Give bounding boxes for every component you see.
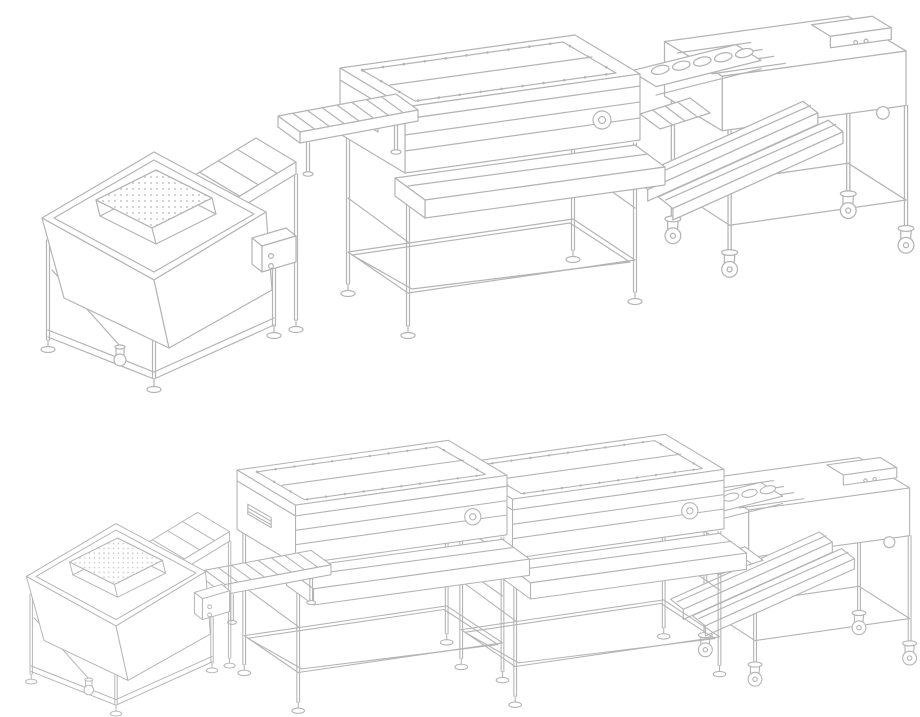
infeed-hopper-icon [26, 512, 236, 716]
processing-machine-icon [340, 35, 665, 339]
sorting-machine-with-chutes-icon [631, 16, 914, 277]
view-bottom-processing-line [26, 434, 917, 716]
infeed-hopper-icon [41, 138, 303, 393]
view-top-processing-line [41, 16, 914, 392]
